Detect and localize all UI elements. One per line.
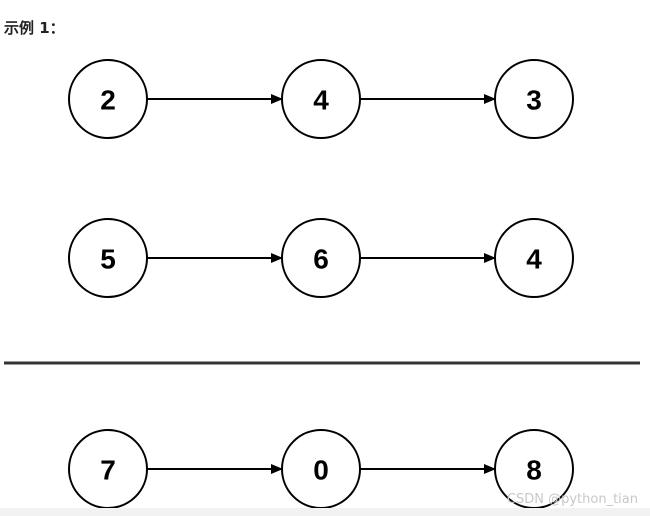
bottom-strip: [0, 508, 650, 516]
list-node: 4: [281, 59, 361, 139]
node-circle: [494, 59, 574, 139]
node-circle: [68, 218, 148, 298]
list-2-row: 5 6 4: [68, 218, 574, 298]
node-value: 7: [100, 455, 116, 486]
node-value: 6: [313, 244, 329, 275]
list-node: 4: [494, 218, 574, 298]
node-value: 3: [526, 85, 542, 116]
list-node: 2: [68, 59, 148, 139]
list-node: 8: [494, 429, 574, 509]
node-value: 4: [526, 244, 542, 275]
node-circle: [281, 59, 361, 139]
list-node: 3: [494, 59, 574, 139]
example-heading: 示例 1：: [4, 19, 65, 37]
watermark: CSDN @python_tian: [506, 492, 638, 507]
node-value: 8: [526, 455, 542, 486]
list-1-row: 2 4 3: [68, 59, 574, 139]
list-node: 5: [68, 218, 148, 298]
node-value: 2: [100, 85, 116, 116]
node-value: 5: [100, 244, 116, 275]
list-node: 6: [281, 218, 361, 298]
sum-list-row: 7 0 8: [68, 429, 574, 509]
node-circle: [68, 59, 148, 139]
node-value: 0: [313, 455, 329, 486]
node-circle: [281, 218, 361, 298]
node-circle: [494, 218, 574, 298]
list-node: 7: [68, 429, 148, 509]
list-node: 0: [281, 429, 361, 509]
node-value: 4: [313, 85, 329, 116]
